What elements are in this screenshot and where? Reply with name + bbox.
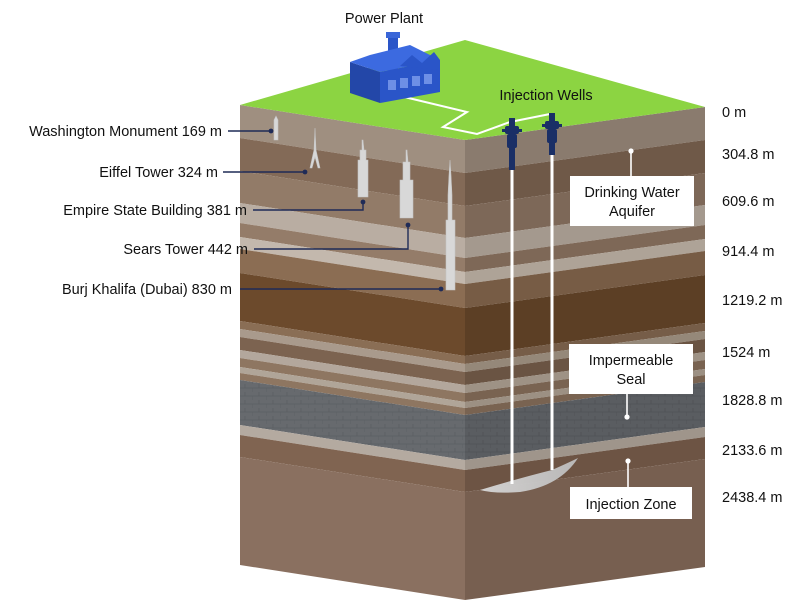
zone-connectors bbox=[626, 152, 632, 487]
seal-label-line1: Impermeable bbox=[589, 353, 674, 369]
depth-label: 304.8 m bbox=[722, 147, 774, 163]
co2-pipeline bbox=[395, 94, 551, 136]
injection-wells bbox=[502, 113, 562, 484]
landmark-leaders bbox=[223, 130, 440, 290]
aquifer-callout: Drinking Water Aquifer bbox=[570, 176, 694, 226]
power-plant-label: Power Plant bbox=[345, 11, 423, 27]
leader-dots bbox=[268, 128, 444, 292]
aquifer-label-line2: Aquifer bbox=[609, 204, 655, 220]
zone-connector-dots bbox=[624, 148, 634, 464]
burj-khalifa-icon bbox=[445, 159, 456, 291]
depth-label: 1828.8 m bbox=[722, 393, 782, 409]
aquifer-label-line1: Drinking Water bbox=[584, 185, 680, 201]
injection-zone-callout: Injection Zone bbox=[570, 487, 692, 519]
seal-label-line2: Seal bbox=[616, 372, 645, 388]
depth-label: 609.6 m bbox=[722, 194, 774, 210]
sears-tower-icon bbox=[399, 149, 414, 219]
depth-label: 2133.6 m bbox=[722, 443, 782, 459]
depth-scale: 0 m 304.8 m 609.6 m 914.4 m 1219.2 m 152… bbox=[722, 105, 782, 506]
depth-label: 914.4 m bbox=[722, 244, 774, 260]
injection-plume bbox=[480, 458, 578, 493]
landmark-label-eiffel: Eiffel Tower 324 m bbox=[99, 165, 218, 181]
eiffel-tower-icon bbox=[309, 127, 321, 169]
depth-label: 2438.4 m bbox=[722, 490, 782, 506]
ground-surface bbox=[240, 40, 705, 140]
washington-monument-icon bbox=[273, 115, 279, 141]
depth-label: 0 m bbox=[722, 105, 746, 121]
landmark-label-empire: Empire State Building 381 m bbox=[63, 203, 247, 219]
wellhead-icon bbox=[502, 118, 522, 170]
wellhead-icon bbox=[542, 113, 562, 155]
depth-label: 1524 m bbox=[722, 345, 770, 361]
seal-callout: Impermeable Seal bbox=[569, 344, 693, 394]
injection-zone-label: Injection Zone bbox=[585, 497, 676, 513]
empire-state-icon bbox=[357, 139, 369, 198]
landmark-label-washington: Washington Monument 169 m bbox=[29, 124, 222, 140]
landmark-label-sears: Sears Tower 442 m bbox=[123, 242, 248, 258]
landmark-label-burj: Burj Khalifa (Dubai) 830 m bbox=[62, 282, 232, 298]
front-face-strata bbox=[240, 105, 465, 600]
injection-wells-label: Injection Wells bbox=[499, 88, 592, 104]
landmark-silhouettes bbox=[273, 115, 456, 291]
power-plant-icon bbox=[350, 32, 440, 103]
depth-label: 1219.2 m bbox=[722, 293, 782, 309]
